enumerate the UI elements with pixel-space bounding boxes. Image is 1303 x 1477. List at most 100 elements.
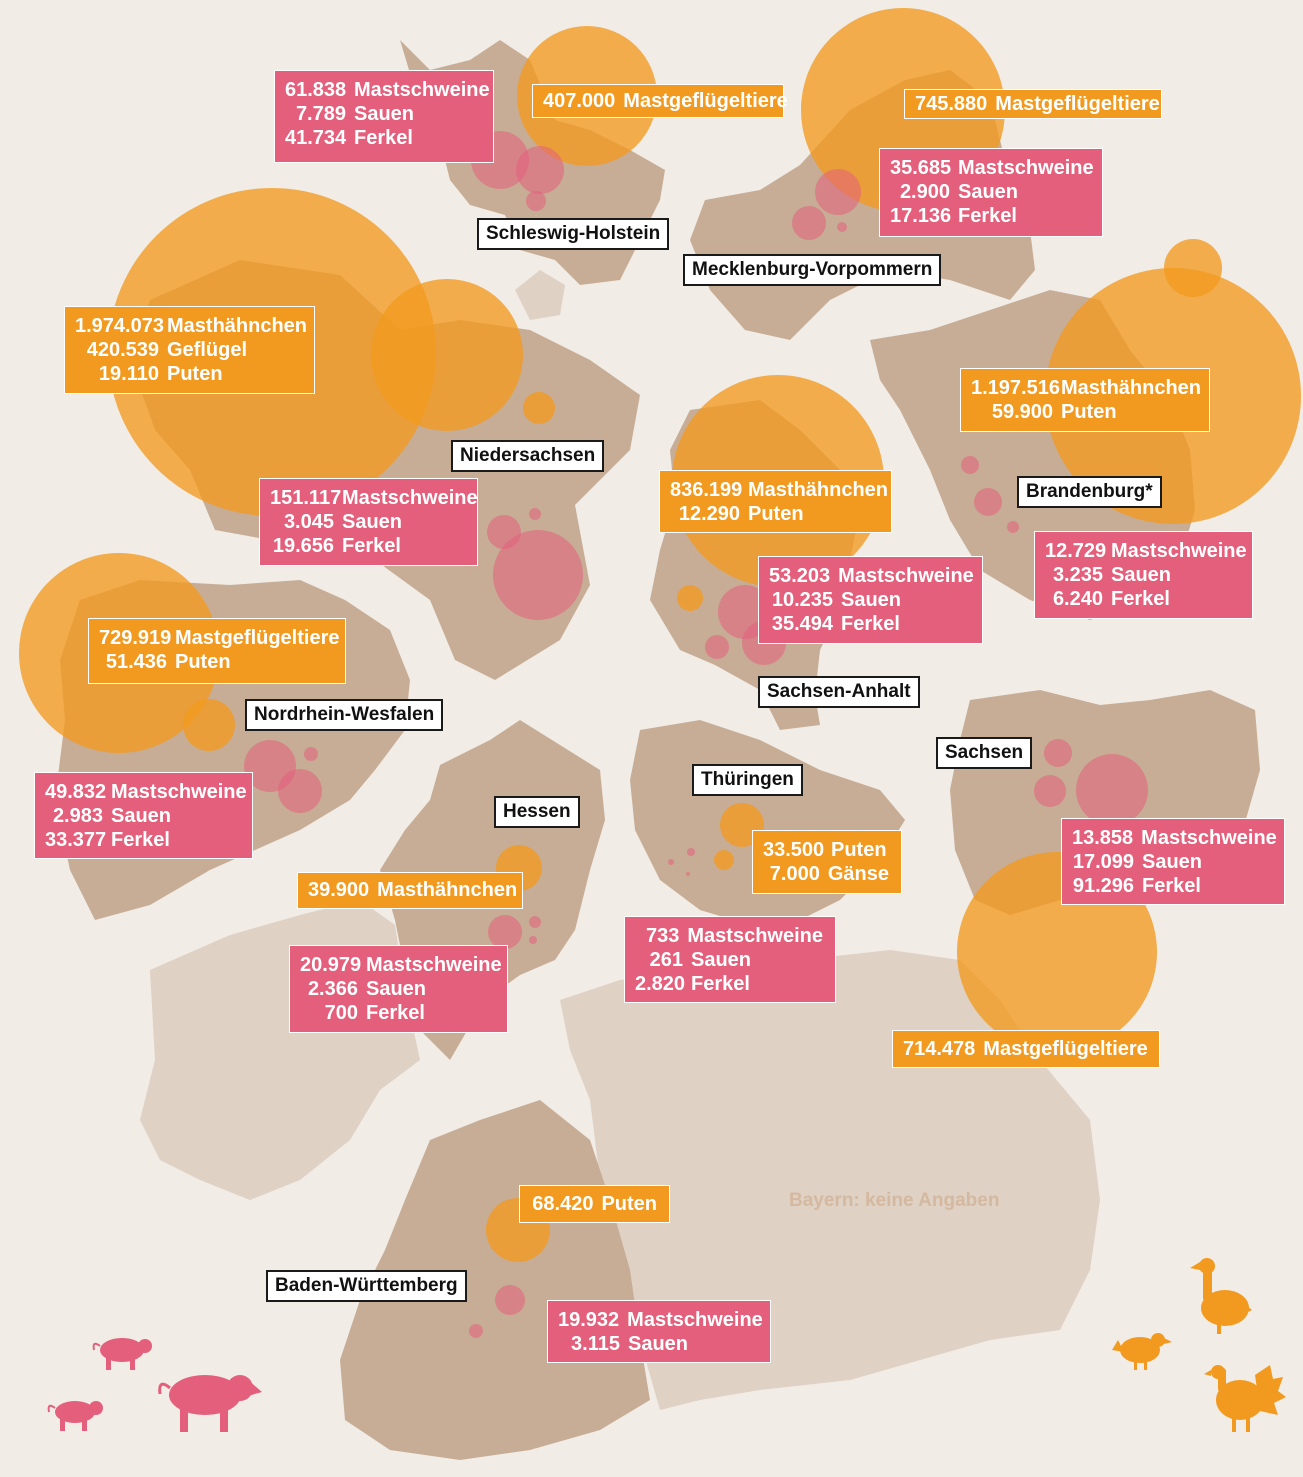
value: 53.203 <box>769 565 831 587</box>
value: 7.000 <box>769 863 820 885</box>
bubble-he-pigs-3 <box>529 936 537 944</box>
value: 35.494 <box>771 613 833 635</box>
category-label: Sauen <box>691 949 752 971</box>
bubble-sn-pigs-2 <box>1044 739 1072 767</box>
category-label: Mastgeflügeltiere <box>983 1038 1148 1060</box>
category-label: Mastgeflügeltiere <box>623 90 788 112</box>
bubble-nw-poultry-2 <box>183 699 235 751</box>
value: 13.858 <box>1072 827 1134 849</box>
value: 7.789 <box>295 103 346 125</box>
value: 12.729 <box>1045 540 1107 562</box>
value: 729.919 <box>99 627 172 649</box>
category-label: Mastschweine <box>354 79 490 101</box>
value: 407.000 <box>543 90 616 112</box>
box-row: 700 Ferkel <box>300 1001 495 1025</box>
bubble-nw-pigs-3 <box>304 747 318 761</box>
bubble-bb-pigs <box>974 488 1002 516</box>
bubble-st-pigs-3 <box>705 635 729 659</box>
bubble-nw-pigs-2 <box>278 769 322 813</box>
category-label: Ferkel <box>342 535 401 557</box>
bayern-note: Bayern: keine Angaben <box>789 1190 1000 1211</box>
value: 33.500 <box>763 839 825 861</box>
turkey-icon <box>1204 1365 1286 1432</box>
value: 33.377 <box>45 829 107 851</box>
value: 35.685 <box>890 157 952 179</box>
state-label-sachsen: Sachsen <box>936 737 1033 769</box>
value: 20.979 <box>300 954 362 976</box>
value: 10.235 <box>771 589 833 611</box>
bubble-bw-pigs <box>495 1285 525 1315</box>
category-label: Sauen <box>111 805 172 827</box>
state-label-baden-wuerttemberg: Baden-Württemberg <box>266 1270 467 1302</box>
bubble-th-pigs-3 <box>686 872 690 876</box>
category-label: Geflügel <box>167 339 248 361</box>
category-label: Mastschweine <box>342 487 478 509</box>
bubble-th-pigs <box>668 859 674 865</box>
state-label-nordrhein-westfalen: Nordrhein-Wesfalen <box>245 699 444 731</box>
bubble-sh-pigs-2 <box>516 146 564 194</box>
value: 39.900 <box>308 879 370 901</box>
category-label: Mastgeflügeltiere <box>995 93 1160 115</box>
category-label: Ferkel <box>958 205 1017 227</box>
category-label: Sauen <box>1111 564 1172 586</box>
state-label-hessen: Hessen <box>494 796 580 828</box>
value: 261 <box>649 949 683 971</box>
category-label: Puten <box>748 503 804 525</box>
bubble-st-poultry-2 <box>677 585 703 611</box>
category-label: Puten <box>167 363 223 385</box>
bubble-mv-pigs <box>815 169 861 215</box>
category-label: Mastschweine <box>687 925 823 947</box>
pig-icon <box>92 1338 152 1370</box>
value: 733 <box>646 925 680 947</box>
value: 2.820 <box>635 973 686 995</box>
value: 91.296 <box>1072 875 1134 897</box>
value: 700 <box>324 1002 358 1024</box>
box-row: 733 Mastschweine <box>635 924 823 948</box>
bubble-bb-poultry-2 <box>1164 239 1222 297</box>
bubble-ni-pigs-2 <box>487 515 521 549</box>
state-label-niedersachsen: Niedersachsen <box>451 440 605 472</box>
category-label: Ferkel <box>354 127 413 149</box>
bubble-he-pigs <box>488 915 522 949</box>
category-label: Masthähnchen <box>748 479 889 501</box>
value: 61.838 <box>285 79 347 101</box>
box-row: 53.203 Mastschweine <box>769 564 974 588</box>
bubble-he-pigs-2 <box>529 916 541 928</box>
bubble-th-poultry-2 <box>714 850 734 870</box>
category-label: Ferkel <box>366 1002 425 1024</box>
category-label: Sauen <box>342 511 403 533</box>
value: 420.539 <box>86 339 159 361</box>
category-label: Ferkel <box>691 973 750 995</box>
value: 19.656 <box>272 535 334 557</box>
category-label: Puten <box>601 1193 657 1215</box>
category-label: Sauen <box>354 103 415 125</box>
state-hamburg-bremen <box>515 270 565 320</box>
category-label: Mastschweine <box>838 565 974 587</box>
value: 2.900 <box>899 181 950 203</box>
